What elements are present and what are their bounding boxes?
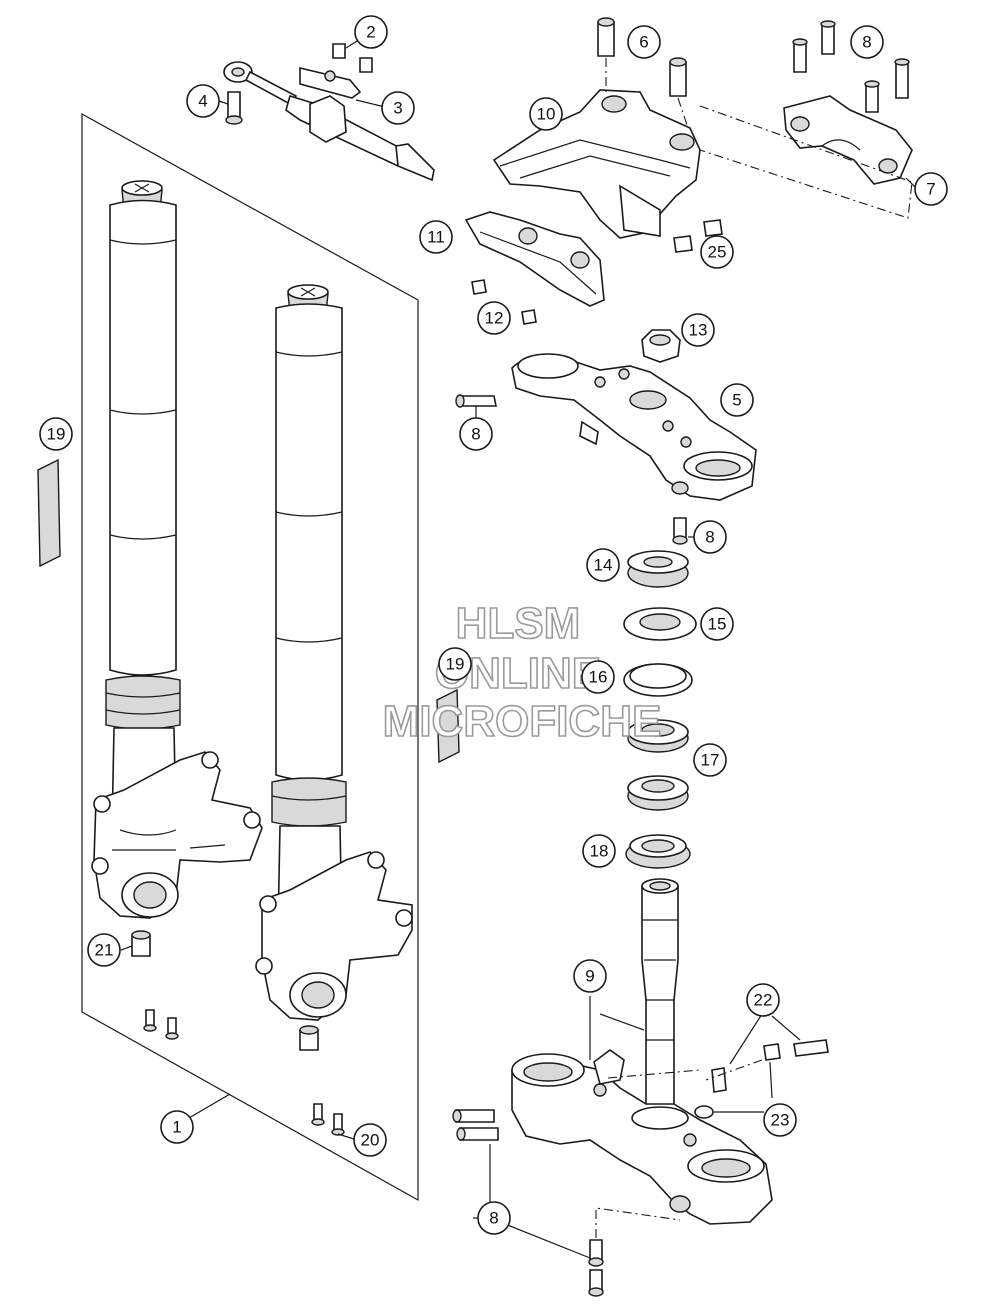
lower-clamp-fasteners	[452, 1039, 829, 1297]
callout-5: 5	[720, 383, 754, 417]
callout-25: 25	[700, 235, 734, 269]
svg-text:11: 11	[427, 228, 445, 247]
svg-text:15: 15	[708, 615, 727, 634]
callouts: 1 2 3 4 5 6 7 8 8 8 8 8 9 10 11 12 13 14…	[39, 15, 948, 1235]
callout-22: 22	[746, 983, 780, 1017]
callout-15: 15	[700, 607, 734, 641]
callout-4: 4	[186, 84, 220, 118]
sticker-center	[436, 688, 460, 764]
svg-text:4: 4	[198, 92, 207, 111]
right-fork-leg	[255, 284, 413, 1021]
svg-text:10: 10	[537, 105, 556, 124]
steering-damper	[223, 61, 435, 182]
callout-12: 12	[477, 301, 511, 335]
handlebar-clamp	[783, 95, 913, 185]
callout-19-left: 19	[39, 417, 73, 451]
svg-text:19: 19	[47, 425, 66, 444]
svg-text:1: 1	[172, 1118, 181, 1137]
callout-19-center: 19	[438, 647, 472, 681]
upper-clamp-bolts	[597, 17, 910, 113]
watermark-line1: HLSM	[456, 599, 581, 648]
left-fork-leg	[91, 180, 263, 919]
svg-text:13: 13	[689, 321, 708, 340]
svg-text:7: 7	[926, 180, 935, 199]
upper-triple-clamp	[455, 353, 757, 501]
assembly-lines	[595, 58, 913, 1238]
damper-bolts	[225, 43, 373, 125]
plugs	[673, 219, 723, 253]
callout-7: 7	[914, 172, 948, 206]
svg-text:19: 19	[446, 655, 465, 674]
callout-11: 11	[419, 220, 453, 254]
callout-21: 21	[87, 933, 121, 967]
callout-17: 17	[693, 743, 727, 777]
svg-text:5: 5	[732, 391, 741, 410]
callout-3: 3	[381, 91, 415, 125]
callout-18: 18	[582, 834, 616, 868]
callout-8-lower: 8	[477, 1201, 511, 1235]
svg-text:17: 17	[701, 751, 720, 770]
callout-13: 13	[681, 313, 715, 347]
callout-16: 16	[581, 660, 615, 694]
handlebar	[492, 89, 701, 239]
svg-text:2: 2	[366, 23, 375, 42]
pinch-bolt	[672, 517, 688, 545]
svg-text:14: 14	[594, 556, 613, 575]
callout-8-top: 8	[850, 25, 884, 59]
svg-text:16: 16	[589, 668, 608, 687]
callout-20: 20	[353, 1123, 387, 1157]
callout-1: 1	[160, 1110, 194, 1144]
handlebar-lower-mount	[464, 211, 605, 325]
svg-text:8: 8	[705, 528, 714, 547]
callout-8-clamp: 8	[459, 417, 493, 451]
sticker-left	[37, 458, 61, 568]
svg-text:25: 25	[708, 243, 727, 262]
svg-text:12: 12	[485, 309, 504, 328]
fork-foot-bolts	[131, 930, 345, 1136]
svg-text:8: 8	[862, 33, 871, 52]
callout-23: 23	[763, 1103, 797, 1137]
svg-text:22: 22	[754, 991, 773, 1010]
svg-text:9: 9	[585, 967, 594, 986]
fork-assembly-frame	[81, 112, 419, 1202]
steering-stem	[641, 878, 679, 1111]
svg-text:8: 8	[471, 425, 480, 444]
callout-2: 2	[354, 15, 388, 49]
watermark: HLSM ONLINE MICROFICHE	[382, 598, 662, 747]
svg-text:6: 6	[639, 33, 648, 52]
svg-text:21: 21	[95, 941, 114, 960]
svg-text:8: 8	[489, 1209, 498, 1228]
callout-6: 6	[627, 25, 661, 59]
top-nut	[641, 329, 681, 363]
watermark-line3: MICROFICHE	[383, 697, 662, 746]
lower-triple-clamp	[511, 1049, 773, 1225]
callout-9: 9	[573, 959, 607, 993]
svg-text:18: 18	[590, 842, 609, 861]
callout-10: 10	[529, 97, 563, 131]
callout-14: 14	[586, 548, 620, 582]
bearing-stack	[623, 550, 697, 869]
svg-text:23: 23	[771, 1111, 790, 1130]
callout-8-pinch: 8	[693, 520, 727, 554]
svg-text:3: 3	[393, 99, 402, 118]
svg-text:20: 20	[361, 1131, 380, 1150]
